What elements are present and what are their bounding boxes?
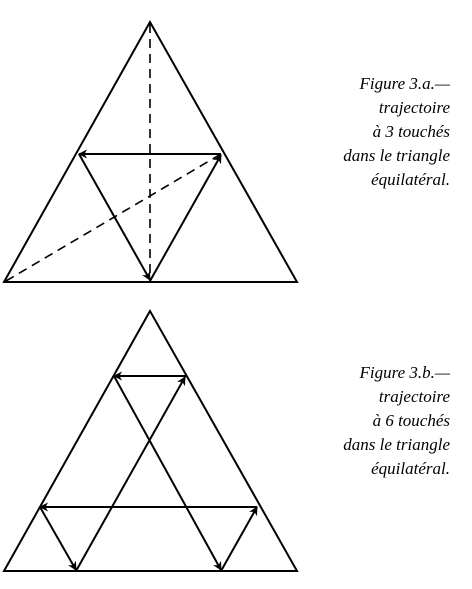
figure-3a: Figure 3.a.— trajectoire à 3 touchés dan… [2, 19, 450, 283]
triangle-diagram-3b [2, 308, 299, 572]
caption-line: à 3 touchés [372, 122, 450, 141]
triangle-diagram-3a [2, 19, 299, 283]
figure-3b: Figure 3.b.— trajectoire à 6 touchés dan… [0, 295, 472, 589]
trajectory-segment [220, 506, 258, 572]
caption-line: trajectoire [378, 98, 450, 117]
equilateral-triangle [2, 19, 299, 283]
caption-label: Figure 3.b.— [359, 363, 450, 382]
trajectory-segment-down [78, 153, 151, 281]
figure-caption: Figure 3.b.— trajectoire à 6 touchés dan… [290, 361, 450, 481]
caption-line: dans le triangle [343, 146, 450, 165]
trajectory-segment [39, 506, 77, 571]
caption-line: équilatéral. [371, 170, 450, 189]
caption-line: à 6 touchés [372, 411, 450, 430]
trajectory-segment [75, 376, 186, 572]
figure-caption: Figure 3.a.— trajectoire à 3 touchés dan… [290, 72, 450, 192]
trajectory-segment [113, 375, 222, 571]
caption-line: dans le triangle [343, 435, 450, 454]
caption-line: trajectoire [378, 387, 450, 406]
trajectory-segment-up [149, 154, 222, 282]
caption-line: équilatéral. [371, 459, 450, 478]
median-dashed [5, 153, 222, 282]
equilateral-triangle [2, 308, 299, 572]
caption-label: Figure 3.a.— [359, 74, 450, 93]
